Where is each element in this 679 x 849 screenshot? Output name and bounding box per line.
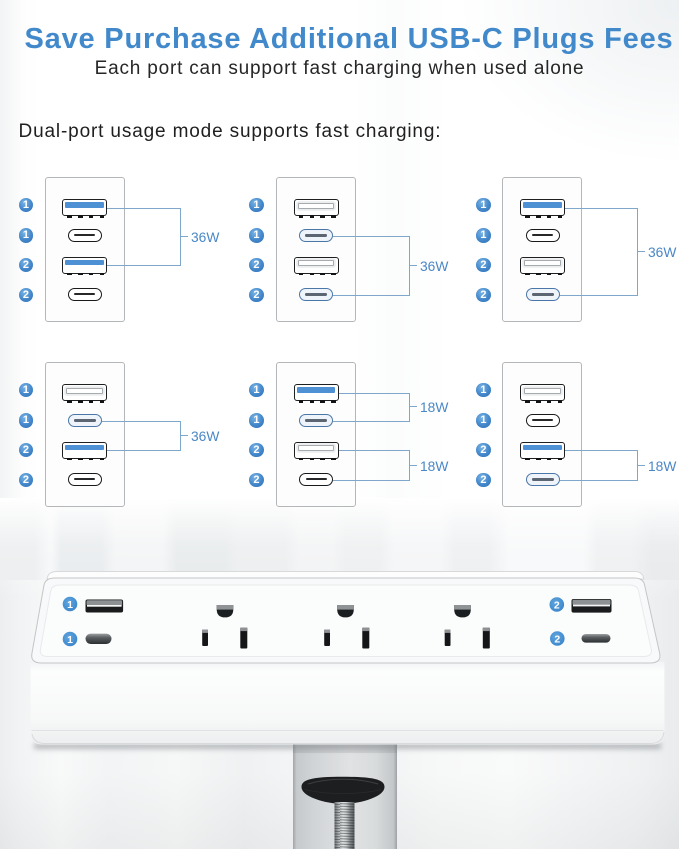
svg-text:2: 2 (554, 599, 560, 611)
svg-text:1: 1 (67, 599, 73, 611)
svg-text:1: 1 (67, 634, 73, 646)
svg-text:2: 2 (554, 633, 560, 645)
